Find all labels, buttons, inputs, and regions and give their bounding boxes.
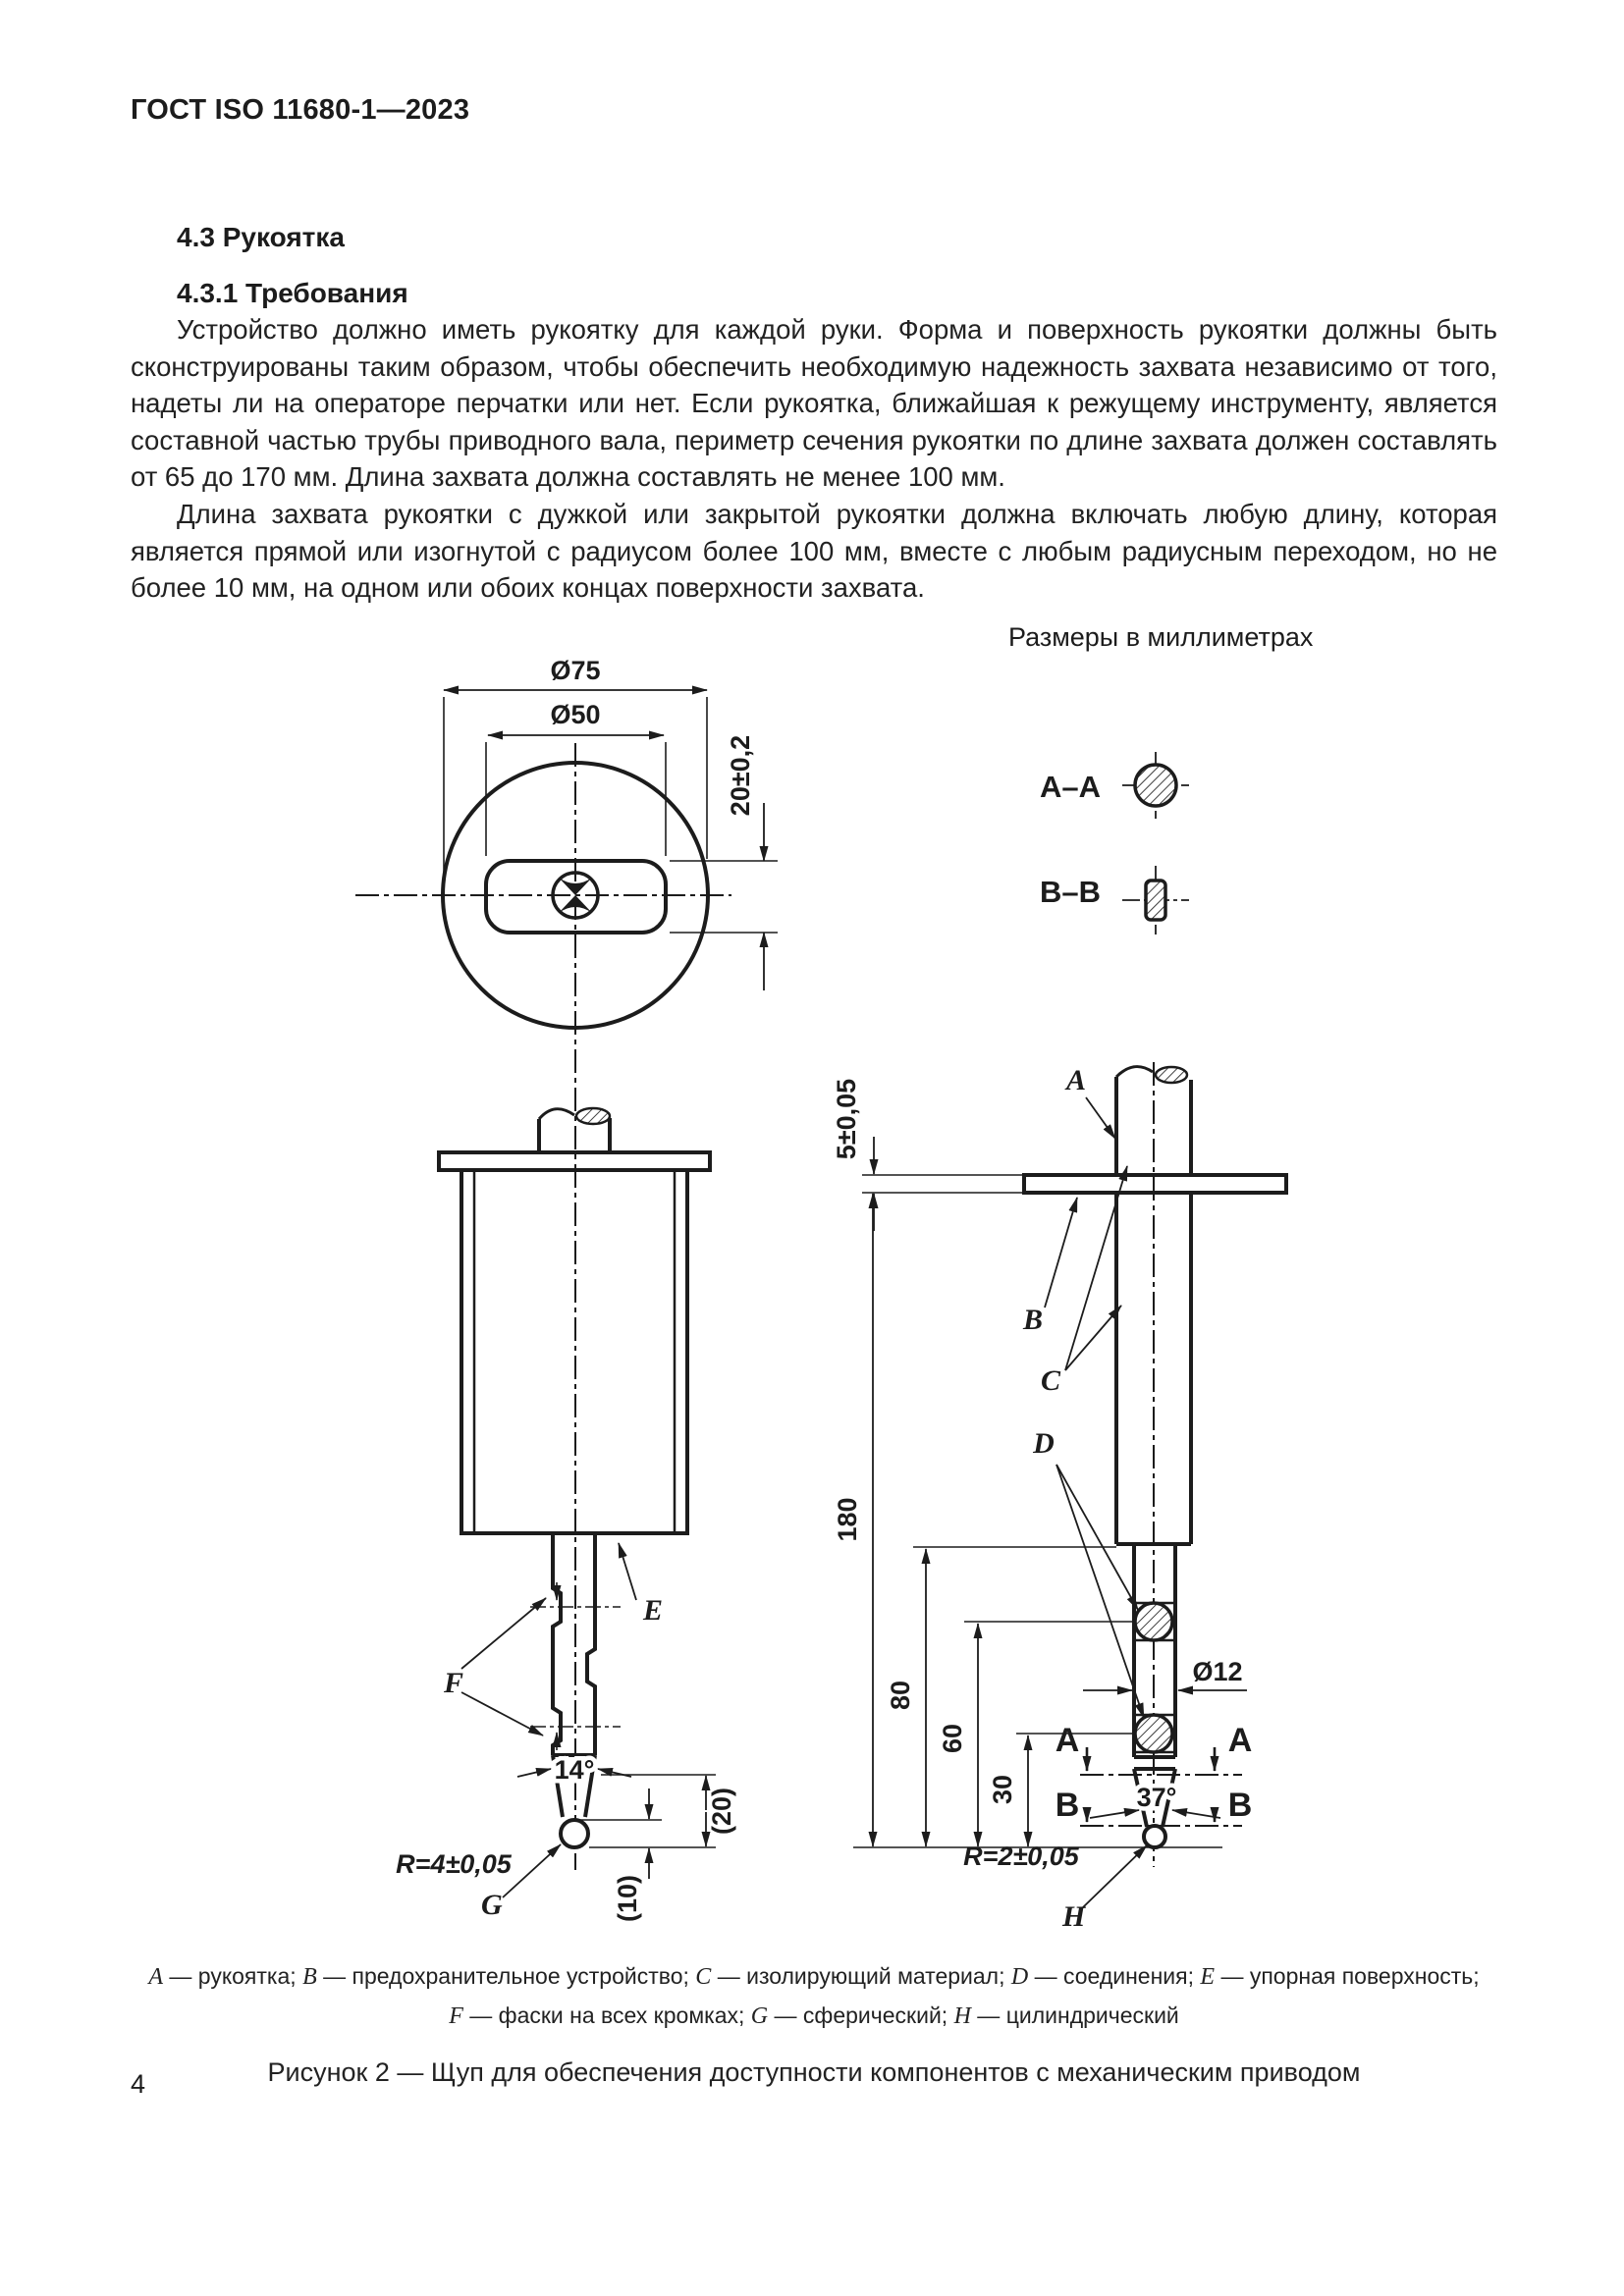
- spherical-tip: [559, 1818, 590, 1849]
- dim-r4: R=4±0,05: [396, 1849, 513, 1879]
- rod-section-hatch: [1154, 1065, 1189, 1085]
- callout-e: E: [642, 1594, 663, 1627]
- dim-p10: (10): [613, 1875, 642, 1922]
- cut-marker-a-left: A: [1056, 1722, 1080, 1759]
- rod-left-contour: [551, 1533, 563, 1755]
- legend-key: D: [1010, 1964, 1029, 1990]
- disc-front-view: Ø75 Ø50 20±0,2: [355, 656, 778, 1870]
- legend-key: G: [750, 2003, 769, 2029]
- dim-ang14: 14°: [555, 1755, 595, 1785]
- figure-caption: Рисунок 2 — Щуп для обеспечения доступно…: [267, 2057, 1361, 2087]
- grip-slot-outline: [484, 859, 668, 934]
- connection-lower: [1133, 1713, 1174, 1754]
- legend-key: F: [449, 2003, 463, 2029]
- dim-d12: Ø12: [1192, 1657, 1242, 1686]
- legend-key: C: [695, 1964, 712, 1990]
- page-number: 4: [131, 2069, 146, 2099]
- dim-p20: (20): [707, 1788, 736, 1835]
- dim-len60: 60: [938, 1724, 967, 1753]
- paragraph-2: Длина захвата рукоятки с дужкой или закр…: [131, 499, 1497, 604]
- legend-key: E: [1200, 1964, 1216, 1990]
- callout-f: F: [443, 1667, 463, 1699]
- callout-c: C: [1041, 1364, 1061, 1397]
- connection-upper: [1133, 1601, 1174, 1642]
- cut-marker-b-right: B: [1228, 1787, 1253, 1824]
- safety-flange: [1022, 1173, 1288, 1195]
- legend-key: A: [148, 1964, 163, 1990]
- callout-g: G: [481, 1889, 503, 1921]
- cylinder-body: [460, 1168, 689, 1535]
- dim-t20: 20±0,2: [726, 735, 755, 816]
- dim-len80: 80: [886, 1681, 915, 1710]
- figure-legend-line-1: A — рукоятка; B — предохранительное устр…: [148, 1963, 1480, 1990]
- dim-len30: 30: [988, 1775, 1017, 1804]
- section-bb-shape: [1144, 879, 1167, 922]
- cut-marker-b-left: B: [1056, 1787, 1080, 1824]
- callout-a: A: [1064, 1064, 1086, 1096]
- dim-t5: 5±0,05: [832, 1079, 861, 1159]
- center-symbol-top: [559, 878, 592, 895]
- paragraph-1: Устройство должно иметь рукоятку для каж…: [131, 314, 1497, 493]
- dim-d50: Ø50: [550, 700, 600, 729]
- dim-ang37: 37°: [1137, 1783, 1177, 1812]
- center-symbol-bottom: [559, 895, 592, 913]
- doc-header: ГОСТ ISO 11680-1—2023: [131, 94, 470, 126]
- shaft-section-hatch: [574, 1106, 612, 1126]
- break-line: [1114, 1065, 1154, 1079]
- probe-dimension-view: 5±0,05 180 80 60 30 Ø12: [832, 1062, 1288, 1933]
- dim-d75: Ø75: [550, 656, 600, 685]
- units-note: Размеры в миллиметрах: [1008, 622, 1314, 652]
- callout-d: D: [1032, 1427, 1055, 1460]
- callout-h: H: [1061, 1900, 1087, 1933]
- legend-key: B: [302, 1964, 317, 1990]
- section-bb-label: B–B: [1040, 875, 1101, 909]
- figure-legend-line-2: F — фаски на всех кромках; G — сферическ…: [449, 2002, 1179, 2029]
- cut-marker-a-right: A: [1228, 1722, 1253, 1759]
- legend-key: H: [953, 2003, 971, 2029]
- subsection-heading: 4.3.1 Требования: [177, 278, 408, 308]
- section-heading: 4.3 Рукоятка: [177, 222, 345, 252]
- center-symbol-circle: [551, 871, 600, 920]
- dim-len180: 180: [833, 1497, 862, 1541]
- section-views: A–A B–B: [1040, 752, 1189, 934]
- dim-r2: R=2±0,05: [963, 1842, 1080, 1871]
- cylindrical-tip: [1142, 1824, 1167, 1849]
- rod-right-contour: [585, 1533, 597, 1755]
- disc-outline: [441, 761, 710, 1030]
- break-line: [537, 1107, 575, 1121]
- probe-side-view: E F 14°: [396, 1106, 736, 1922]
- section-aa-label: A–A: [1040, 770, 1101, 804]
- section-aa-shape: [1133, 763, 1178, 808]
- callout-b: B: [1022, 1304, 1043, 1336]
